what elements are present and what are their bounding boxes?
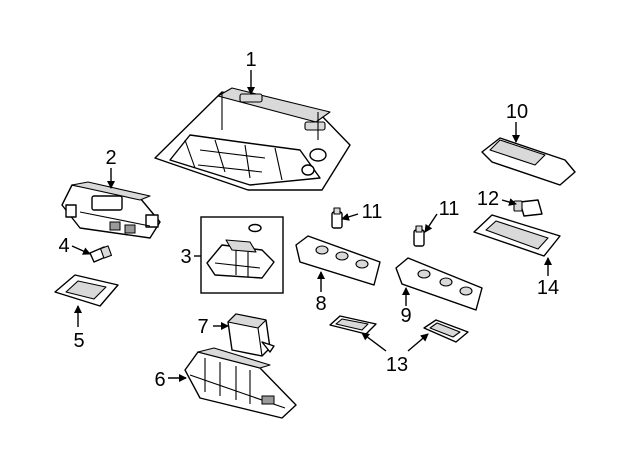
part-10-dome-lamp (481, 137, 576, 186)
callout-6: 6 (154, 369, 165, 391)
part-14-dome-lens (473, 214, 561, 257)
leader-11-left (341, 213, 359, 221)
callout-3: 3 (180, 246, 191, 268)
part-7-module (227, 313, 275, 357)
callout-5: 5 (73, 330, 84, 352)
part-11-socket-left (331, 207, 343, 229)
leader-13-left (361, 332, 387, 352)
callout-labels: 1 2 3 4 5 6 7 8 9 10 11 11 12 13 14 (58, 49, 559, 391)
callout-7: 7 (197, 316, 208, 338)
callout-11-left: 11 (362, 201, 383, 223)
part-9-lamp-base (395, 257, 483, 311)
part-12-bulb (513, 199, 543, 217)
part-5-lens (54, 274, 119, 307)
part-13-lens-left (329, 315, 377, 335)
leader-13-right (407, 333, 429, 352)
part-1-overhead-console (154, 87, 351, 191)
part-2-map-lamp-housing (61, 181, 161, 239)
callout-1: 1 (245, 49, 256, 71)
callout-14: 14 (537, 277, 559, 299)
callout-9: 9 (400, 305, 411, 327)
part-3-subassembly (200, 216, 284, 294)
callout-8: 8 (315, 293, 326, 315)
part-4-bulb (89, 245, 113, 263)
leader-11-right (424, 213, 438, 233)
leader-lines (71, 70, 552, 382)
part-11-socket-right (413, 225, 425, 247)
callout-2: 2 (105, 147, 116, 169)
part-6-lamp-assembly (184, 347, 297, 419)
callout-11-right: 11 (439, 198, 460, 220)
leader-12 (501, 198, 517, 206)
leader-4 (71, 245, 91, 255)
callout-12: 12 (477, 188, 499, 210)
callout-10: 10 (506, 101, 528, 123)
part-13-lens-right (423, 319, 469, 343)
callout-13: 13 (386, 354, 408, 376)
callout-4: 4 (58, 235, 69, 257)
part-8-lamp-base (295, 235, 381, 286)
